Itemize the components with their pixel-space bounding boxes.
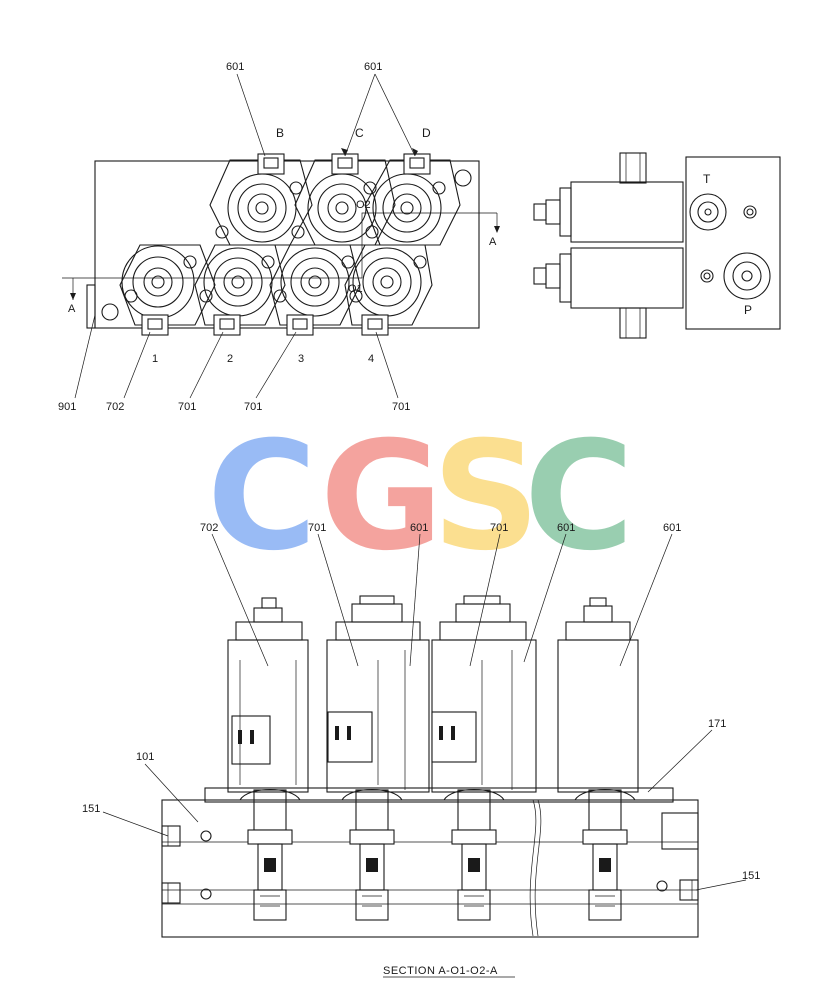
solenoid-number-3: 3 (298, 353, 304, 365)
section-arrow-a-left: A (68, 303, 76, 315)
section-point-o1: O1 (348, 283, 363, 295)
section-callout-101: 101 (136, 751, 154, 763)
watermark-letter-4: C (524, 410, 634, 584)
solenoid-1 (119, 244, 216, 336)
callout-601-right: 601 (364, 61, 382, 73)
solenoid-number-4: 4 (368, 353, 374, 365)
solenoid-b (209, 153, 313, 246)
solenoid-3 (269, 244, 361, 336)
side-view: T P (533, 152, 781, 339)
section-callout-701-b: 701 (490, 522, 508, 534)
top-view: 601 601 B C D O2 O1 A A 1 2 3 4 901 702 … (58, 61, 500, 413)
watermark-letter-1: C (207, 410, 317, 584)
section-arrow-a-right: A (489, 236, 497, 248)
section-callout-701-a: 701 (308, 522, 326, 534)
solenoid-d (364, 153, 461, 246)
side-block-outline (685, 156, 781, 330)
section-solenoid-2 (326, 595, 430, 793)
port-label-p: P (744, 303, 752, 317)
watermark-letter-2: G (320, 410, 443, 584)
port-label-t: T (703, 172, 711, 186)
corner-hole-left (101, 303, 119, 321)
section-solenoid-3 (431, 595, 537, 793)
port-label-c: C (355, 126, 364, 140)
section-solenoid-1 (227, 597, 309, 793)
callout-701-top-c: 701 (392, 401, 410, 413)
callout-702-top: 702 (106, 401, 124, 413)
section-solenoid-4 (557, 597, 639, 793)
solenoid-4 (344, 244, 433, 336)
section-callout-601-c: 601 (663, 522, 681, 534)
solenoid-c (291, 153, 396, 246)
callout-701-top-a: 701 (178, 401, 196, 413)
callout-901: 901 (58, 401, 76, 413)
block-edge-step (86, 284, 96, 329)
corner-hole-right (454, 169, 472, 187)
section-callout-151-right: 151 (742, 870, 760, 882)
spool-cartridges (239, 789, 636, 921)
section-callout-601-b: 601 (557, 522, 575, 534)
section-body-outline (161, 799, 699, 938)
section-caption: SECTION A-O1-O2-A (383, 965, 498, 977)
watermark-letter-3: S (432, 410, 540, 584)
section-leaders (102, 533, 747, 891)
callout-601-left: 601 (226, 61, 244, 73)
callout-701-top-b: 701 (244, 401, 262, 413)
solenoid-number-1: 1 (152, 353, 158, 365)
section-point-o2: O2 (356, 199, 371, 211)
section-callout-601-a: 601 (410, 522, 428, 534)
section-callout-151-left: 151 (82, 803, 100, 815)
section-callout-171: 171 (708, 718, 726, 730)
section-view: 702 701 601 701 601 601 171 101 151 151 … (82, 522, 760, 978)
top-leaders (74, 73, 418, 399)
port-label-b: B (276, 126, 284, 140)
solenoid-number-2: 2 (227, 353, 233, 365)
section-callout-702: 702 (200, 522, 218, 534)
port-label-d: D (422, 126, 431, 140)
cgsc-watermark: C G S C (207, 410, 634, 584)
section-line (62, 212, 500, 300)
